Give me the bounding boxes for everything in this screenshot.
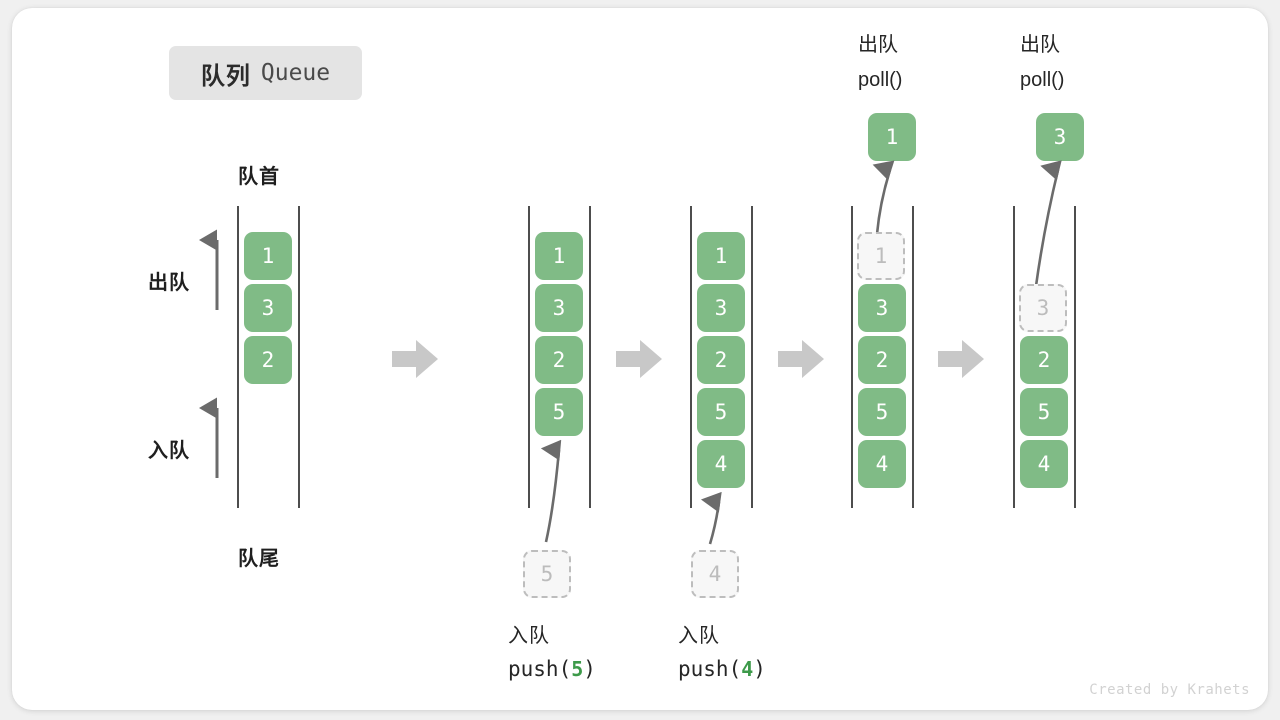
label-enqueue: 入队 <box>148 440 190 462</box>
queue-item[interactable]: 2 <box>1020 336 1068 384</box>
operation-arg: 5 <box>571 657 584 681</box>
queue-item[interactable]: 1 <box>535 232 583 280</box>
poll-arrow-col4 <box>872 160 895 235</box>
polled-element[interactable]: 3 <box>1036 113 1084 161</box>
label-dequeue: 出队 <box>148 272 190 294</box>
enqueue-direction-arrow <box>199 397 219 478</box>
queue-item[interactable]: 3 <box>858 284 906 332</box>
label-front: 队首 <box>238 166 280 188</box>
queue-item[interactable]: 3 <box>697 284 745 332</box>
flow-arrow-icon <box>778 340 824 378</box>
queue-item[interactable]: 3 <box>535 284 583 332</box>
queue-item[interactable]: 4 <box>1020 440 1068 488</box>
operation-caption-push4: 入队 push(4) <box>678 620 766 687</box>
queue-item-new[interactable]: 5 <box>535 388 583 436</box>
dequeue-direction-arrow <box>199 229 219 310</box>
queue-item[interactable]: 1 <box>697 232 745 280</box>
label-rear: 队尾 <box>238 548 280 570</box>
operation-head-poll3: 出队 poll() <box>1020 28 1064 98</box>
operation-fn: push( <box>678 657 742 681</box>
rail-right-col2 <box>589 206 591 508</box>
incoming-element[interactable]: 4 <box>691 550 739 598</box>
operation-signature: push(4) <box>678 653 766 687</box>
watermark: Created by Krahets <box>1089 682 1250 698</box>
queue-item-removed[interactable]: 1 <box>857 232 905 280</box>
queue-item[interactable]: 5 <box>697 388 745 436</box>
push-arrow-col2 <box>540 439 562 543</box>
queue-item[interactable]: 2 <box>244 336 292 384</box>
rail-right-col1 <box>298 206 300 508</box>
flow-arrow-icon <box>938 340 984 378</box>
queue-item[interactable]: 2 <box>535 336 583 384</box>
queue-item[interactable]: 5 <box>858 388 906 436</box>
operation-label-cn: 出队 <box>1020 34 1060 56</box>
poll-arrow-col5 <box>1034 160 1062 287</box>
title-chinese: 队列 <box>200 62 251 90</box>
rail-right-col5 <box>1074 206 1076 508</box>
flow-arrow-icon <box>392 340 438 378</box>
queue-item[interactable]: 2 <box>858 336 906 384</box>
rail-left-col5 <box>1013 206 1015 508</box>
queue-item[interactable]: 1 <box>244 232 292 280</box>
operation-fn-end: ) <box>583 657 596 681</box>
rail-left-col4 <box>851 206 853 508</box>
operation-head-poll1: 出队 poll() <box>858 28 902 98</box>
queue-item[interactable]: 4 <box>858 440 906 488</box>
queue-item[interactable]: 2 <box>697 336 745 384</box>
operation-label-cn: 入队 <box>678 625 720 647</box>
operation-signature: poll() <box>1020 69 1065 91</box>
queue-item[interactable]: 5 <box>1020 388 1068 436</box>
rail-left-col1 <box>237 206 239 508</box>
title-badge: 队列 Queue <box>169 46 362 100</box>
operation-fn: push( <box>508 657 572 681</box>
title-english: Queue <box>260 60 331 86</box>
rail-right-col3 <box>751 206 753 508</box>
queue-item-removed[interactable]: 3 <box>1019 284 1067 332</box>
operation-fn-end: ) <box>753 657 766 681</box>
operation-signature: push(5) <box>508 653 596 687</box>
push-arrow-col3 <box>700 491 722 545</box>
operation-arg: 4 <box>741 657 754 681</box>
rail-right-col4 <box>912 206 914 508</box>
operation-label-cn: 出队 <box>858 34 898 56</box>
operation-label-cn: 入队 <box>508 625 550 647</box>
queue-item[interactable]: 3 <box>244 284 292 332</box>
incoming-element[interactable]: 5 <box>523 550 571 598</box>
rail-left-col2 <box>528 206 530 508</box>
flow-arrow-icon <box>616 340 662 378</box>
polled-element[interactable]: 1 <box>868 113 916 161</box>
queue-item-new[interactable]: 4 <box>697 440 745 488</box>
rail-left-col3 <box>690 206 692 508</box>
operation-signature: poll() <box>858 69 903 91</box>
operation-caption-push5: 入队 push(5) <box>508 620 596 687</box>
